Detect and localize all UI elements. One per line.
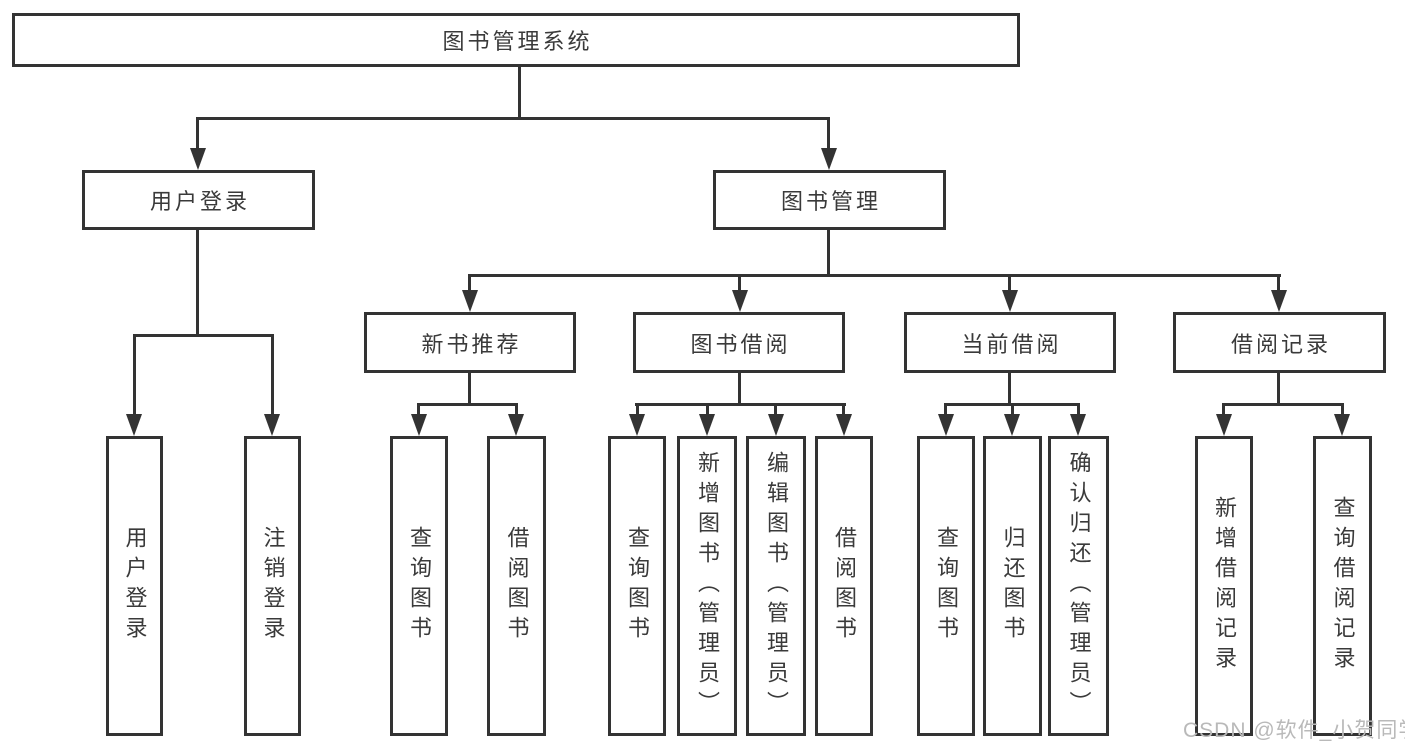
leaf-label: 归还图书 [1000, 526, 1026, 646]
arrow-down-icon [462, 290, 478, 312]
arrow-down-icon [1004, 414, 1020, 436]
arrow-down-icon [1334, 414, 1350, 436]
connector-vline [1277, 373, 1280, 406]
arrow-down-icon [264, 414, 280, 436]
connector-hline [635, 403, 846, 406]
leaf-edit-books-admin: 编辑图书（管理员） [746, 436, 806, 736]
leaf-borrow-books-recommend: 借阅图书 [487, 436, 546, 736]
connector-hline [1222, 403, 1344, 406]
leaf-label: 查询借阅记录 [1330, 496, 1356, 676]
connector-vline [706, 403, 709, 417]
leaf-label: 确认归还（管理员） [1066, 451, 1092, 721]
node-root-library-system: 图书管理系统 [12, 13, 1020, 67]
connector-vline [196, 229, 199, 335]
arrow-down-icon [699, 414, 715, 436]
connector-vline [468, 373, 471, 406]
leaf-label: 查询图书 [625, 526, 650, 646]
arrow-down-icon [1271, 290, 1287, 312]
leaf-label: 编辑图书（管理员） [764, 451, 789, 721]
connector-vline [1008, 274, 1011, 292]
arrow-down-icon [938, 414, 954, 436]
arrow-down-icon [629, 414, 645, 436]
connector-vline [1277, 274, 1280, 292]
connector-vline [133, 334, 136, 417]
connector-vline [738, 274, 741, 292]
leaf-label: 查询图书 [934, 526, 959, 646]
leaf-label: 新增图书（管理员） [695, 451, 720, 721]
node-label: 新书推荐 [421, 331, 522, 357]
leaf-label: 注销登录 [260, 526, 286, 646]
leaf-user-login: 用户登录 [106, 436, 163, 736]
arrow-down-icon [732, 290, 748, 312]
connector-vline [515, 403, 518, 417]
node-label: 图书管理系统 [442, 29, 593, 54]
leaf-label: 用户登录 [122, 526, 148, 646]
leaf-return-books: 归还图书 [983, 436, 1042, 736]
connector-vline [944, 403, 947, 417]
connector-vline [196, 117, 199, 149]
node-borrow-records: 借阅记录 [1173, 312, 1386, 373]
node-label: 图书借阅 [690, 331, 791, 357]
leaf-borrow-books: 借阅图书 [815, 436, 873, 736]
node-current-borrow: 当前借阅 [904, 312, 1116, 373]
node-label: 用户登录 [149, 189, 250, 214]
connector-vline [827, 117, 830, 149]
connector-vline [1011, 403, 1014, 417]
arrow-down-icon [821, 148, 837, 170]
arrow-down-icon [126, 414, 142, 436]
connector-hline [196, 117, 830, 120]
arrow-down-icon [1070, 414, 1086, 436]
connector-vline [636, 403, 639, 417]
leaf-label: 借阅图书 [832, 526, 857, 646]
connector-vline [1341, 403, 1344, 417]
node-new-book-recommend: 新书推荐 [364, 312, 576, 373]
arrow-down-icon [1002, 290, 1018, 312]
leaf-query-borrow-record: 查询借阅记录 [1313, 436, 1372, 736]
connector-vline [518, 67, 521, 118]
arrow-down-icon [190, 148, 206, 170]
leaf-add-books-admin: 新增图书（管理员） [677, 436, 737, 736]
arrow-down-icon [836, 414, 852, 436]
leaf-query-books-borrow: 查询图书 [608, 436, 666, 736]
connector-vline [1077, 403, 1080, 417]
connector-vline [738, 373, 741, 406]
node-label: 借阅记录 [1230, 331, 1331, 357]
arrow-down-icon [768, 414, 784, 436]
connector-vline [468, 274, 471, 292]
leaf-query-books-recommend: 查询图书 [390, 436, 448, 736]
leaf-label: 借阅图书 [504, 526, 530, 646]
connector-vline [842, 403, 845, 417]
node-user-login: 用户登录 [82, 170, 315, 230]
connector-vline [774, 403, 777, 417]
leaf-logout: 注销登录 [244, 436, 301, 736]
node-book-borrow: 图书借阅 [633, 312, 845, 373]
connector-hline [133, 334, 274, 337]
leaf-label: 查询图书 [407, 526, 432, 646]
connector-vline [1008, 373, 1011, 406]
connector-vline [271, 334, 274, 417]
leaf-label: 新增借阅记录 [1212, 496, 1237, 676]
node-label: 当前借阅 [961, 331, 1062, 357]
arrow-down-icon [508, 414, 524, 436]
leaf-confirm-return-admin: 确认归还（管理员） [1048, 436, 1109, 736]
connector-vline [1222, 403, 1225, 417]
node-book-management: 图书管理 [713, 170, 946, 230]
connector-vline [827, 229, 830, 275]
connector-hline [468, 274, 1281, 277]
watermark-text: CSDN @软件_小贺同学 [1183, 719, 1405, 742]
leaf-add-borrow-record: 新增借阅记录 [1195, 436, 1253, 736]
leaf-query-books-current: 查询图书 [917, 436, 975, 736]
connector-hline [417, 403, 518, 406]
arrow-down-icon [1216, 414, 1232, 436]
node-label: 图书管理 [780, 189, 881, 214]
arrow-down-icon [411, 414, 427, 436]
connector-vline [417, 403, 420, 417]
